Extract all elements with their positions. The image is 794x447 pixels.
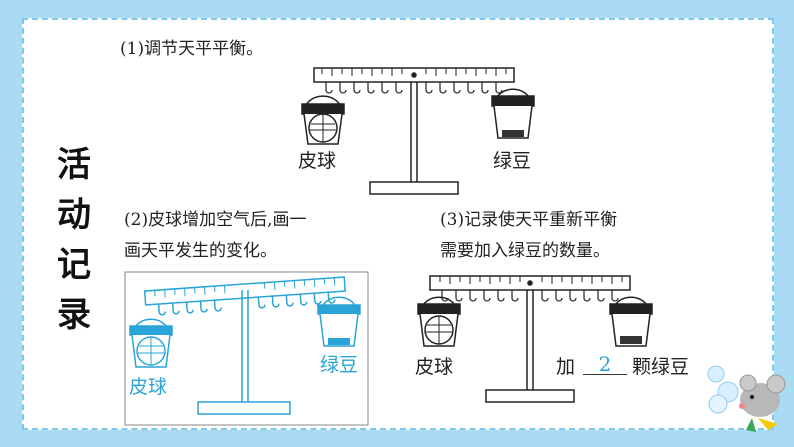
mouse-mascot-icon — [707, 365, 786, 432]
step3-add-prefix: 加 — [556, 356, 576, 378]
balance-1 — [301, 67, 535, 195]
step3-answer-blank[interactable]: 2 — [583, 354, 627, 375]
balance-2 — [124, 271, 369, 426]
step3-instruction-line2: 需要加入绿豆的数量。 — [440, 241, 610, 261]
step2-instruction-line2: 画天平发生的变化。 — [124, 241, 277, 261]
step2-ball-label: 皮球 — [129, 376, 168, 398]
step1-ball-label: 皮球 — [298, 150, 337, 172]
step3-add-suffix: 颗绿豆 — [632, 356, 690, 378]
title-char: 活 — [57, 145, 91, 185]
activity-record-title: 活 动 记 录 — [52, 140, 96, 340]
step1-beans-label: 绿豆 — [493, 150, 532, 172]
step3-ball-label: 皮球 — [415, 356, 454, 378]
title-char: 录 — [57, 295, 91, 335]
step2-beans-label: 绿豆 — [320, 354, 359, 376]
title-char: 记 — [57, 245, 91, 285]
balance-3 — [417, 275, 653, 403]
step1-instruction: (1)调节天平平衡。 — [120, 39, 264, 59]
step3-instruction-line1: (3)记录使天平重新平衡 — [440, 210, 618, 230]
title-char: 动 — [57, 195, 91, 235]
step2-instruction-line1: (2)皮球增加空气后,画一 — [124, 210, 307, 230]
